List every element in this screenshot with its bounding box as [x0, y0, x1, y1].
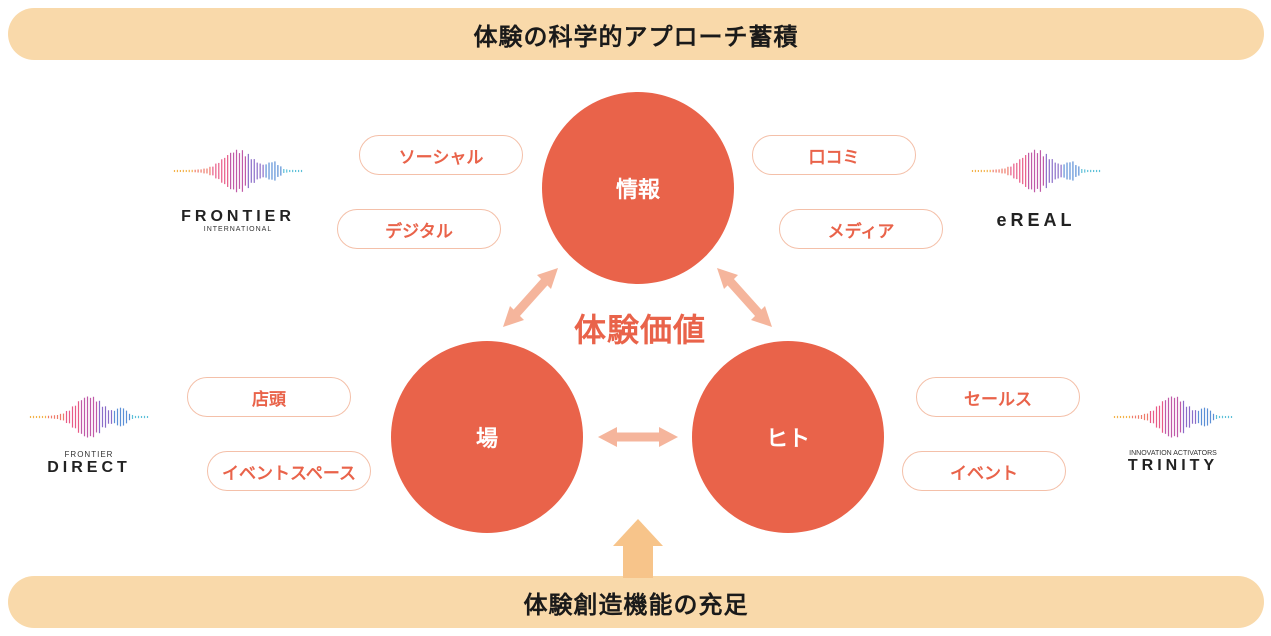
waveform-icon: [29, 396, 149, 438]
circle-place-label: 場: [475, 427, 498, 452]
waveform-icon: [971, 149, 1101, 193]
waveform-icon: [1113, 396, 1233, 438]
waveform-icon: [173, 149, 303, 193]
pill-sales: セールス: [916, 377, 1080, 417]
pill-digital: デジタル: [337, 209, 501, 249]
top-banner-label: 体験の科学的アプローチ蓄積: [473, 22, 799, 51]
logo-name: TRINITY: [1127, 457, 1219, 474]
logo-frontier-international: FRONTIER INTERNATIONAL: [168, 142, 308, 233]
logo-name: FRONTIER: [181, 208, 295, 225]
pill-media: メディア: [779, 209, 943, 249]
logo-ereal: eREAL: [966, 142, 1106, 231]
up-arrow: [613, 519, 663, 578]
logo-top: FRONTIER: [64, 450, 114, 459]
bottom-banner-label: 体験創造機能の充足: [523, 590, 749, 619]
double-arrow-info-place: [503, 268, 558, 327]
circle-place: 場: [391, 341, 583, 533]
logo-frontier-direct: FRONTIER DIRECT: [24, 388, 154, 477]
double-arrow-info-people: [717, 268, 772, 327]
circle-people-label: ヒト: [765, 427, 810, 452]
circle-info-label: 情報: [615, 178, 660, 203]
pill-word-of-mouth: 口コミ: [752, 135, 916, 175]
center-label: 体験価値: [573, 311, 706, 349]
double-arrow-place-people: [598, 427, 678, 447]
logo-top: INNOVATION ACTIVATORS: [1129, 450, 1217, 457]
logo-name: DIRECT: [47, 459, 131, 476]
bottom-banner: 体験創造機能の充足: [8, 576, 1264, 628]
logo-name: eREAL: [996, 210, 1076, 230]
logo-trinity: INNOVATION ACTIVATORS TRINITY: [1108, 388, 1238, 475]
circle-info: 情報: [542, 92, 734, 284]
pill-storefront: 店頭: [187, 377, 351, 417]
logo-sub: INTERNATIONAL: [203, 226, 273, 233]
pill-event: イベント: [902, 451, 1066, 491]
pill-social: ソーシャル: [359, 135, 523, 175]
top-banner: 体験の科学的アプローチ蓄積: [8, 8, 1264, 60]
circle-people: ヒト: [692, 341, 884, 533]
pill-event-space: イベントスペース: [207, 451, 371, 491]
